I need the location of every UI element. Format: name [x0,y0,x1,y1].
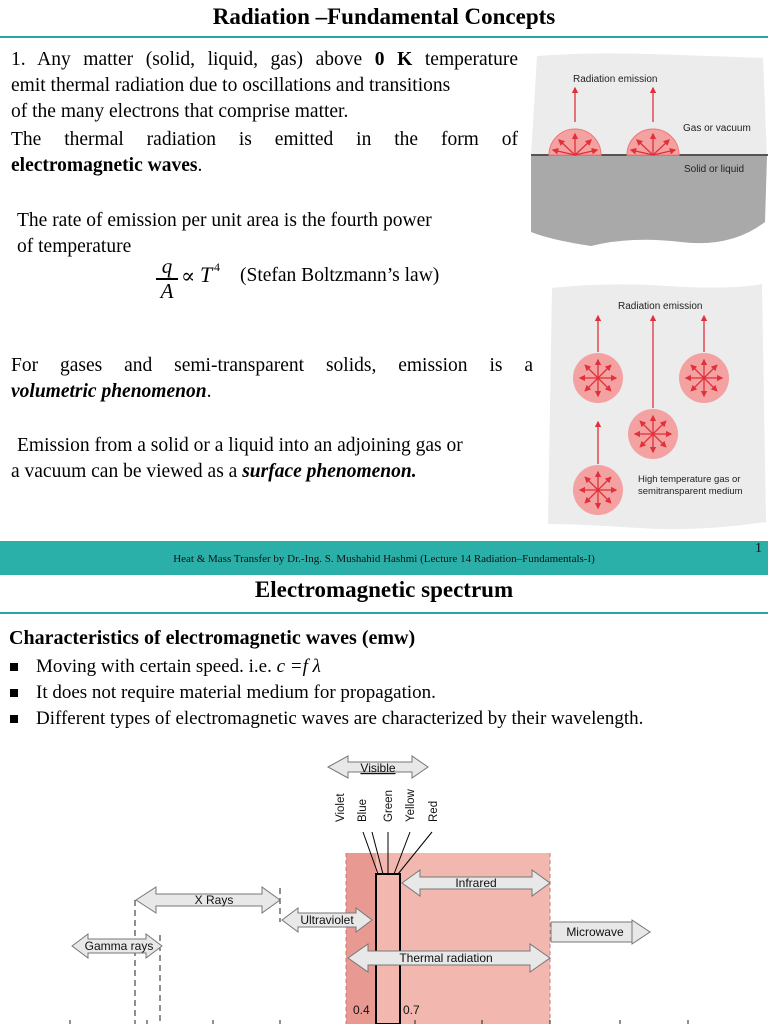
equation-fraction-bar [156,278,178,280]
green-label: Green [383,790,395,822]
paragraph-3-line2: of temperature [17,236,132,257]
volumetric-rays [578,314,724,510]
thermal-band-left-shade [346,853,376,1024]
equation-denominator: A [160,279,174,303]
paragraph-2-line2: electromagnetic waves. [11,155,203,176]
ultraviolet-arrow [281,907,373,933]
paragraph-1-line3: of the many electrons that comprise matt… [11,101,349,122]
footer-band [0,541,768,575]
bullet-list: Moving with certain speed. i.e. c =f λ I… [8,654,764,732]
paragraph-1-line1: 1. Any matter (solid, liquid, gas) above… [11,49,518,70]
bullet-item: It does not require material medium for … [8,680,764,706]
microwave-label: Microwave [566,925,624,939]
visible-label: Visible [360,761,395,775]
equation-label: (Stefan Boltzmann’s law) [240,265,440,286]
fig1-gas-label: Gas or vacuum [683,123,751,134]
color-ticks [362,831,433,875]
gas-region [531,53,767,157]
fig2-medium-label-1: High temperature gas or [638,474,740,485]
yellow-label: Yellow [405,788,417,822]
paragraph-5-line2: a vacuum can be viewed as a surface phen… [11,461,417,482]
paragraph-3-line1: The rate of emission per unit area is th… [17,210,432,231]
equation-exponent: 4 [214,260,220,274]
title-divider [0,36,768,38]
ultraviolet-label: Ultraviolet [300,913,354,927]
equation-T: T [200,262,213,287]
fig1-solid-label: Solid or liquid [684,164,744,175]
fig1-radiation-emission-label: Radiation emission [573,74,658,85]
paragraph-4-line2: volumetric phenomenon. [11,381,212,402]
surface-emission-figure: Radiation emission Gas or vacuum Solid o… [531,53,768,246]
infrared-label: Infrared [455,876,496,890]
color-labels: Violet Blue Green Yellow Red [335,788,440,822]
title2-divider [0,612,768,614]
fig2-radiation-emission-label: Radiation emission [618,301,703,312]
red-label: Red [428,801,440,822]
microwave-arrow-head [631,919,651,945]
volumetric-emission-figure: Radiation emission High temperature gas … [548,284,766,530]
paragraph-5-line1: Emission from a solid or a liquid into a… [17,435,463,456]
slide2-title: Electromagnetic spectrum [254,577,514,602]
slide1-title: Radiation –Fundamental Concepts [212,4,556,29]
page-number: 1 [755,541,762,556]
bullet-item: Moving with certain speed. i.e. c =f λ [8,654,764,680]
em-spectrum-diagram: Visible Violet Blue Green Yellow Red Inf… [69,755,689,1024]
gamma-arrow [71,933,163,959]
axis-ticks [69,1020,689,1024]
subheading: Characteristics of electromagnetic waves… [9,627,416,649]
violet-label: Violet [335,793,347,822]
thermal-radiation-label: Thermal radiation [399,951,492,965]
tick-0.4-label: 0.4 [353,1003,370,1017]
paragraph-2-line1: The thermal radiation is emitted in the … [11,129,518,150]
infrared-arrow [401,869,551,897]
paragraph-1-line2: emit thermal radiation due to oscillatio… [11,75,451,96]
tick-0.7-label: 0.7 [403,1003,420,1017]
gamma-label: Gamma rays [85,939,154,953]
equation-numerator: q [161,254,173,278]
visible-arrow [326,755,429,779]
bullet-item: Different types of electromagnetic waves… [8,706,764,732]
fig2-medium-label-2: semitransparent medium [638,486,743,497]
solid-region [531,156,767,246]
blue-label: Blue [357,799,369,822]
xrays-label: X Rays [195,893,234,907]
xrays-arrow [135,886,281,914]
footer-text: Heat & Mass Transfer by Dr.-Ing. S. Mush… [173,553,595,565]
emission-rays [551,86,677,156]
paragraph-4-line1: For gases and semi-transparent solids, e… [11,355,533,376]
equation-proportional: ∝ [181,264,196,288]
thermal-radiation-arrow [347,943,551,973]
